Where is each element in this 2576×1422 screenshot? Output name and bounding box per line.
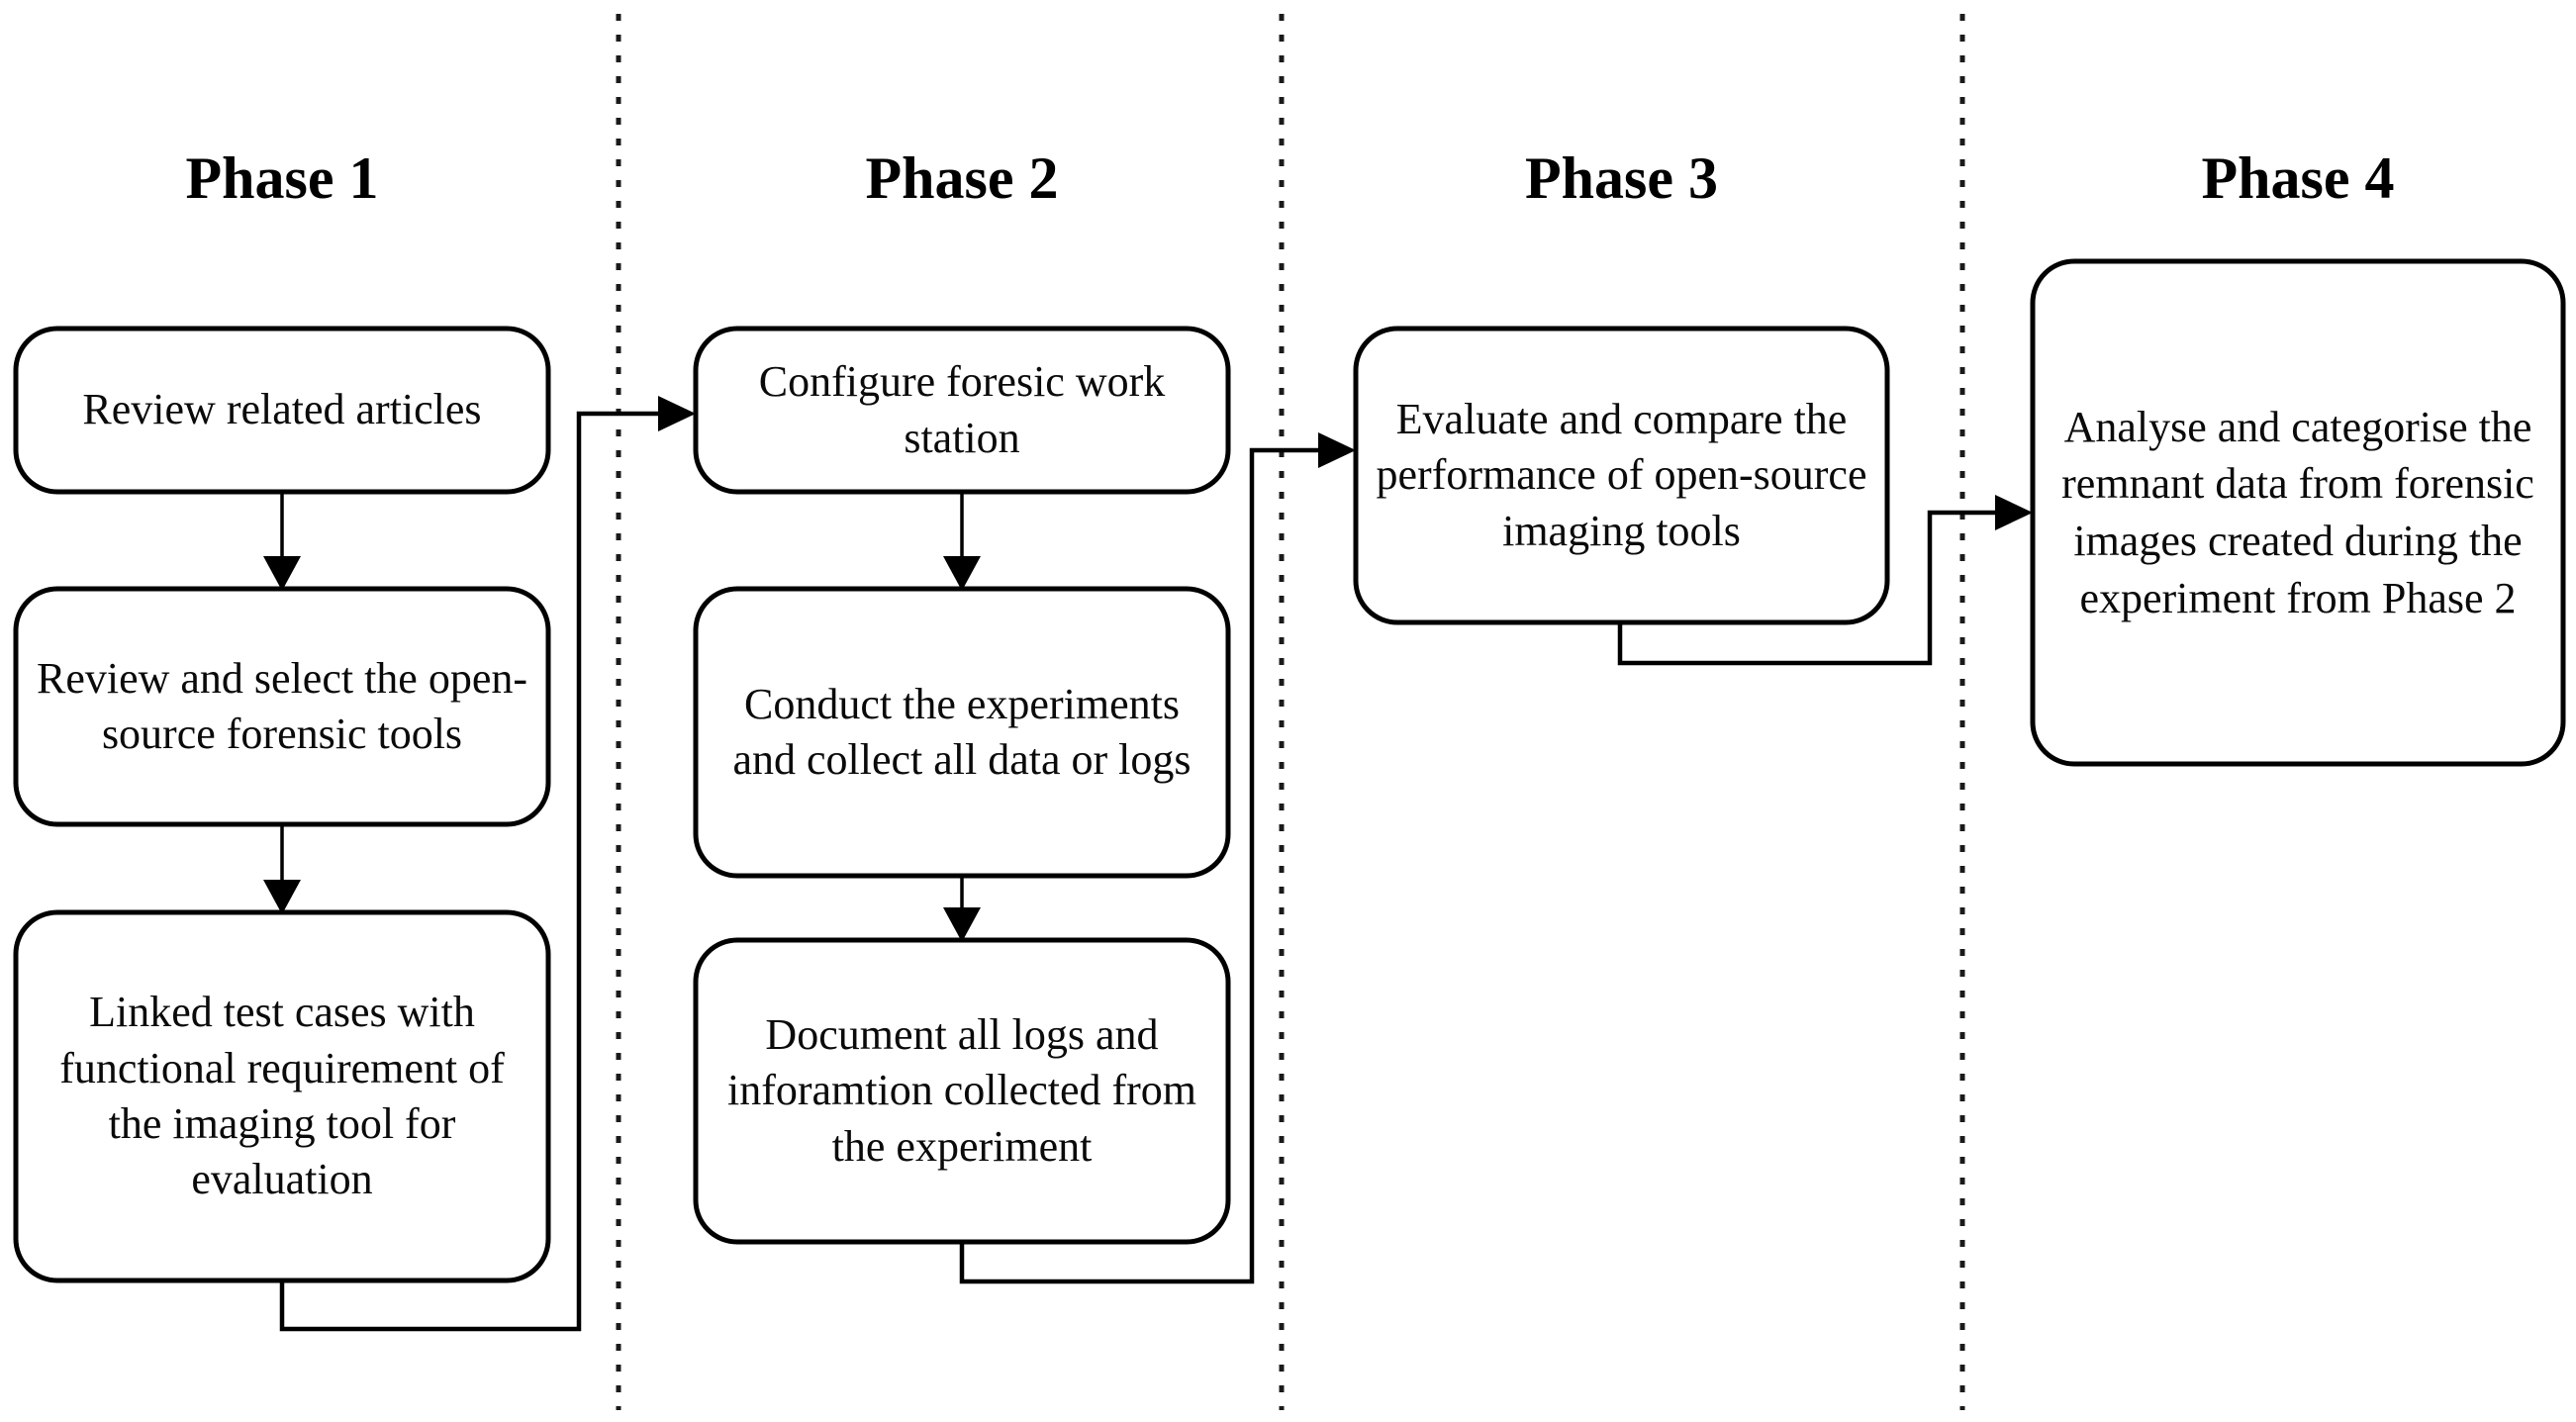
phase-title-3: Phase 3 xyxy=(1525,145,1718,211)
arrowhead-right-icon xyxy=(1995,495,2033,530)
phase-title-2: Phase 2 xyxy=(865,145,1059,211)
node-box-p2-n3[interactable] xyxy=(693,937,1231,1245)
node-box-p3-n1[interactable] xyxy=(1353,326,1890,625)
node-box-p1-n3[interactable] xyxy=(13,909,551,1283)
connector-p2n3-to-p3n1 xyxy=(959,432,1356,1284)
arrowhead-down-icon xyxy=(263,880,301,914)
node-box-p1-n1[interactable] xyxy=(13,326,551,495)
connector-p2n2-to-p2n3 xyxy=(943,876,981,942)
connector-p1n1-to-p1n2 xyxy=(263,492,301,591)
node-box-p1-n2[interactable] xyxy=(13,586,551,827)
arrowhead-down-icon xyxy=(943,907,981,942)
arrowhead-right-icon xyxy=(1318,432,1356,468)
connector-p3n1-to-p4n1 xyxy=(1617,495,2033,666)
connector-p1n3-to-p2n1 xyxy=(279,396,696,1332)
arrowhead-down-icon xyxy=(263,556,301,591)
node-box-p4-n1[interactable] xyxy=(2030,258,2566,767)
phase-title-4: Phase 4 xyxy=(2201,145,2395,211)
arrowhead-right-icon xyxy=(658,396,696,431)
arrowhead-down-icon xyxy=(943,556,981,591)
phase-title-1: Phase 1 xyxy=(185,145,379,211)
connector-p2n1-to-p2n2 xyxy=(943,492,981,591)
connector-p1n2-to-p1n3 xyxy=(263,824,301,914)
node-box-p2-n1[interactable] xyxy=(693,326,1231,495)
node-box-p2-n2[interactable] xyxy=(693,586,1231,879)
